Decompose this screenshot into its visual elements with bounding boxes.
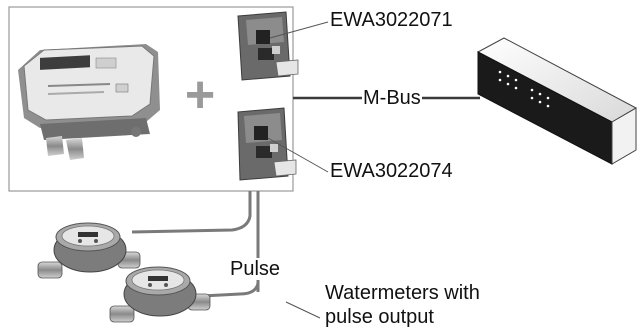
module-top-label: EWA3022071 — [330, 9, 453, 31]
m-bus-label: M-Bus — [362, 87, 422, 109]
water-meter-2-icon — [109, 266, 211, 323]
watermeters-label-line1: Watermeters with — [325, 282, 480, 304]
watermeters-label: Watermeters with pulse output — [325, 281, 545, 329]
plus-sign: + — [185, 66, 215, 124]
module-bottom-icon — [237, 107, 297, 181]
water-meter-1-icon — [37, 222, 141, 279]
module-bottom-label: EWA3022074 — [330, 160, 453, 182]
leader-line-top — [269, 21, 329, 39]
module-top-icon — [237, 11, 299, 81]
leader-line-bottom — [267, 137, 329, 173]
central-unit-icon — [476, 37, 638, 165]
pulse-label: Pulse — [228, 258, 283, 280]
status-leds — [498, 70, 550, 108]
heat-meter-icon — [18, 44, 160, 160]
watermeters-label-line2: pulse output — [325, 306, 434, 328]
leader-line-watermeters — [285, 301, 321, 319]
